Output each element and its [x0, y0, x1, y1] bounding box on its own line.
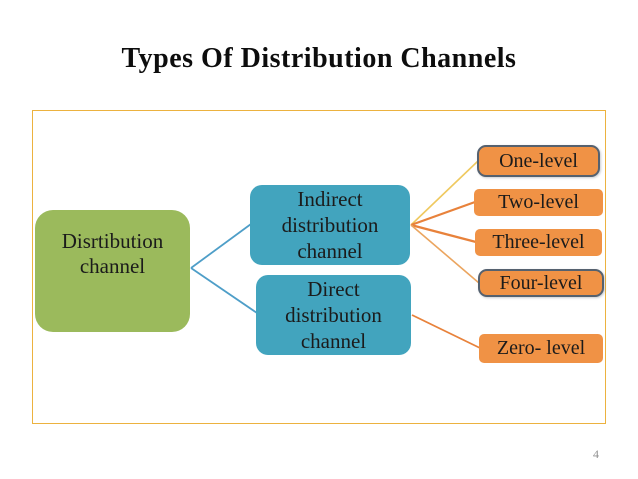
node-four-level: Four-level — [478, 269, 604, 297]
node-direct-channel: Direct distribution channel — [256, 275, 411, 355]
slide-title: Types Of Distribution Channels — [121, 43, 517, 74]
node-two-level: Two-level — [474, 189, 603, 216]
node-distribution-channel: Disrtibution channel — [35, 210, 190, 332]
page-number: 4 — [593, 447, 599, 461]
node-zero-level: Zero- level — [479, 334, 603, 363]
node-indirect-channel: Indirect distribution channel — [250, 185, 410, 265]
node-one-level: One-level — [477, 145, 600, 177]
node-three-level: Three-level — [475, 229, 602, 256]
